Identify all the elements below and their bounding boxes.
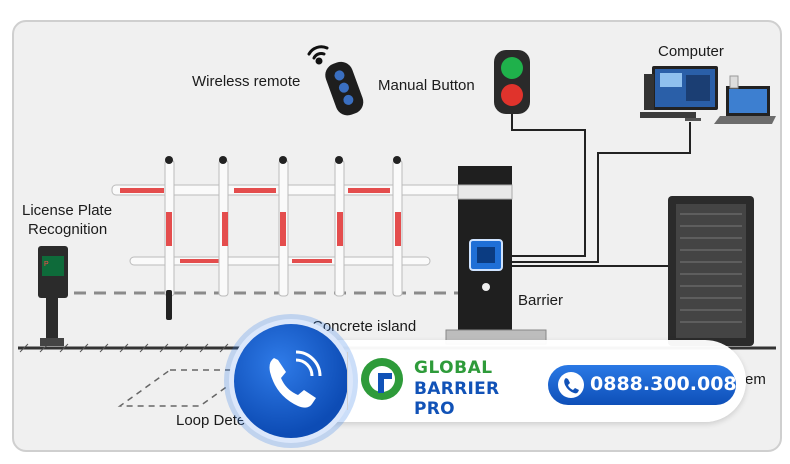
- label-manual-button: Manual Button: [378, 77, 475, 94]
- fence-arm: [111, 156, 513, 320]
- wifi-icon: [307, 45, 329, 65]
- brand-logo: GLOBAL BARRIER PRO: [358, 356, 538, 419]
- label-computer: Computer: [658, 43, 724, 60]
- phone-small-icon: [558, 372, 584, 398]
- label-license-plate-2: Recognition: [28, 221, 108, 238]
- brand-name-top: GLOBAL: [414, 358, 493, 378]
- wire-computer: [505, 122, 691, 263]
- barrier-cabinet: [445, 166, 547, 345]
- phone-number: 0888.300.008: [590, 373, 737, 395]
- phone-number-button[interactable]: 0888.300.008: [548, 365, 737, 405]
- label-barrier: Barrier: [518, 292, 564, 309]
- manual-button-light: [494, 50, 530, 114]
- remote-icon: [325, 61, 364, 116]
- lpr-camera: P: [38, 246, 68, 346]
- label-loop-detector: Loop Dete: [176, 412, 246, 429]
- computer-icon: [640, 66, 776, 124]
- phone-icon: [269, 350, 322, 408]
- label-license-plate-1: License Plate: [22, 202, 113, 219]
- server-rack: [668, 196, 754, 346]
- label-system-partial: em: [745, 371, 766, 388]
- call-button[interactable]: [234, 324, 348, 438]
- ground-hatch: [19, 343, 229, 353]
- label-wireless-remote: Wireless remote: [192, 73, 301, 90]
- globe-logo-icon: [361, 358, 403, 400]
- wire-manual-button: [505, 112, 586, 257]
- brand-name-bottom: BARRIER PRO: [414, 379, 500, 419]
- svg-text:P: P: [44, 261, 49, 268]
- label-concrete-island: Concrete island: [312, 318, 417, 335]
- loop-detector-area: [117, 369, 253, 407]
- banner-divider: [347, 352, 348, 410]
